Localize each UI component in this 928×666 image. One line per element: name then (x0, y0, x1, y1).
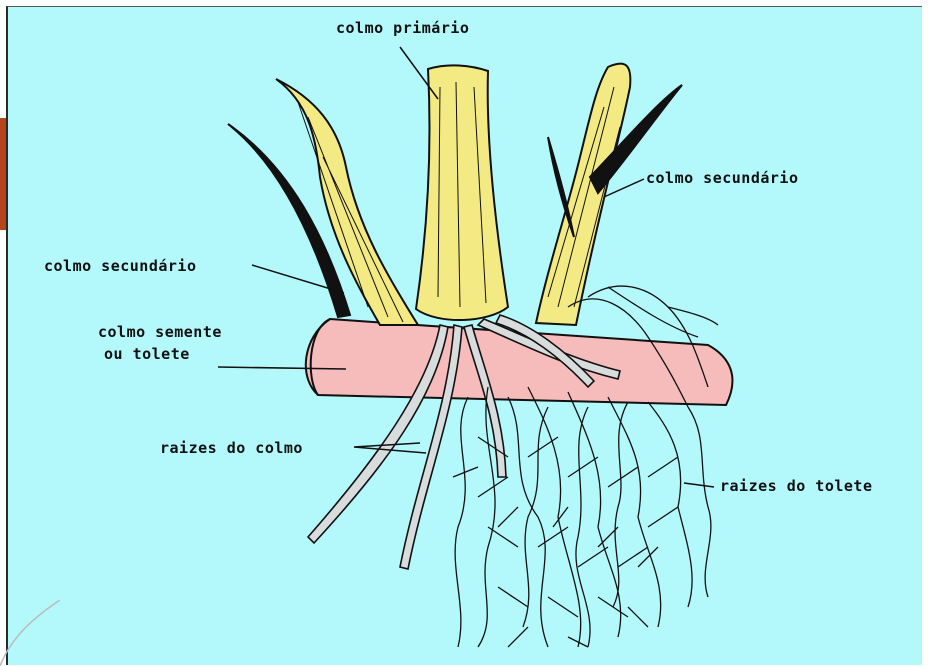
label-colmo-primario: colmo primário (336, 19, 469, 37)
sugarcane-diagram: colmo primário colmo secundário colmo se… (6, 6, 922, 665)
label-ou-tolete: ou tolete (104, 345, 190, 363)
label-colmo-semente: colmo semente (98, 323, 222, 341)
label-raizes-do-colmo: raizes do colmo (160, 439, 303, 457)
leader-raizes-do-tolete (684, 483, 714, 487)
slide-corner-decoration (0, 600, 60, 666)
stalk-primary (416, 65, 508, 320)
label-raizes-do-tolete: raizes do tolete (720, 477, 873, 495)
leaf-right-lower (548, 137, 574, 237)
leader-colmo-secundario-right (604, 179, 644, 197)
label-colmo-secundario-left: colmo secundário (44, 257, 197, 275)
label-colmo-secundario-right: colmo secundário (646, 169, 799, 187)
